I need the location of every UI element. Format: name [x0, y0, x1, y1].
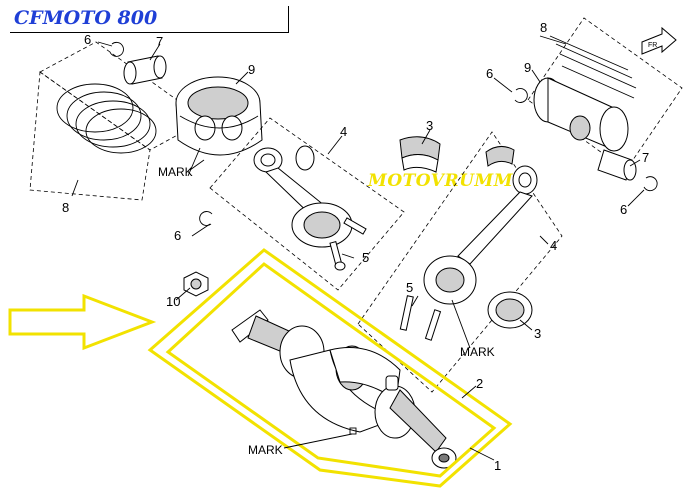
crankshaft-nut: [183, 271, 209, 297]
callout-3-top: 3: [426, 118, 433, 133]
highlight-outline-outer: [147, 248, 513, 488]
leader-lines: [71, 35, 645, 461]
callout-8-left: 8: [62, 200, 69, 215]
page-title: CFMOTO 800: [14, 7, 158, 29]
mark-label-piston: MARK: [158, 165, 193, 179]
callout-5-right: 5: [406, 280, 413, 295]
callout-4-right: 4: [550, 238, 557, 253]
callout-7-right: 7: [642, 150, 649, 165]
callout-4-left: 4: [340, 124, 347, 139]
svg-text:FR: FR: [648, 42, 657, 49]
callout-9-left: 9: [248, 62, 255, 77]
conrod-bolts-right: [399, 295, 442, 341]
mark-square: [349, 427, 357, 435]
bearing-shell-right-bottom: [487, 291, 533, 329]
conrod-right: [423, 165, 538, 305]
callout-2: 2: [476, 376, 483, 391]
highlight-outline-inner: [165, 262, 497, 478]
circlip-right-bottom: [643, 176, 658, 192]
bearing-shell-right-top: [485, 146, 515, 167]
conrod-frame-left: [209, 117, 405, 291]
callout-6-left-bottom: 6: [174, 228, 181, 243]
title-frame: [10, 6, 289, 33]
conrod-bolts-left: [329, 217, 367, 271]
watermark: MOTOVRUMM: [368, 171, 514, 191]
yellow-arrow-icon: [8, 293, 157, 351]
conrod-left: [253, 145, 353, 248]
circlip-left-top: [109, 41, 124, 57]
mark-label-crankshaft: MARK: [248, 443, 283, 457]
callout-6-right-top: 6: [486, 66, 493, 81]
callout-3-bottom: 3: [534, 326, 541, 341]
piston-rings-right: [549, 35, 637, 99]
bearing-shell-left: [399, 136, 441, 173]
callout-7-left: 7: [156, 34, 163, 49]
piston-left: [175, 76, 263, 156]
front-direction-icon: FR: [641, 26, 677, 55]
callout-8-right: 8: [540, 20, 547, 35]
callout-5-left: 5: [362, 250, 369, 265]
piston-frame-right: [527, 17, 683, 171]
conrod-frame-right: [357, 131, 563, 393]
circlip-right-top: [514, 88, 528, 103]
crankshaft-key: [385, 375, 399, 391]
callout-6-right-bottom: 6: [620, 202, 627, 217]
callout-6-left-top: 6: [84, 32, 91, 47]
piston-pin-left: [123, 55, 167, 85]
piston-right: [533, 77, 629, 152]
callout-1: 1: [494, 458, 501, 473]
callout-9-right: 9: [524, 60, 531, 75]
callout-10: 10: [166, 294, 180, 309]
piston-pin-right: [597, 149, 637, 181]
piston-rings-left: [56, 83, 157, 154]
piston-frame-left: [29, 71, 151, 201]
crankshaft: [231, 309, 457, 469]
circlip-left-bottom: [199, 211, 213, 226]
mark-label-conrod: MARK: [460, 345, 495, 359]
